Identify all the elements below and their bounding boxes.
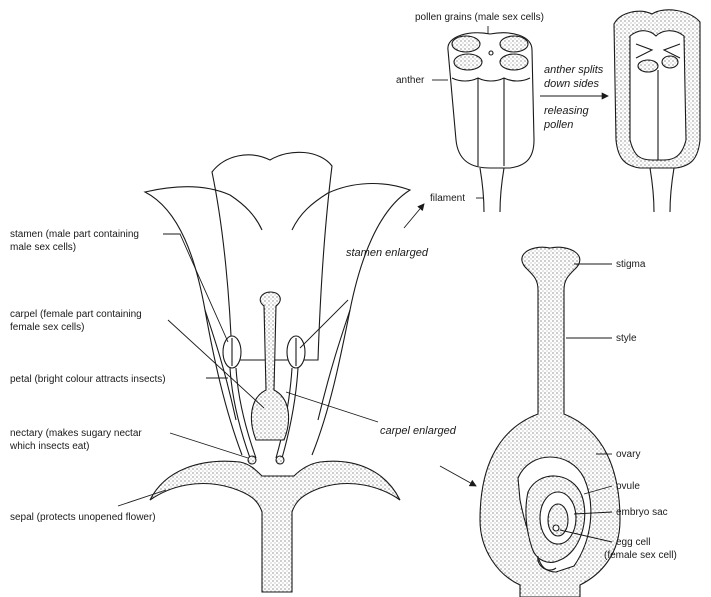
embryo-sac-label: embryo sac <box>616 507 668 518</box>
petal-label: petal (bright colour attracts insects) <box>10 374 166 385</box>
arrow-labels: stamen enlarged carpel enlarged <box>346 247 457 437</box>
carpel-enlarged-label: carpel enlarged <box>380 425 457 437</box>
carpel-label-line2: female sex cells) <box>10 322 84 333</box>
sepal-and-stem-shape <box>150 461 400 592</box>
stamen-label-line2: male sex cells) <box>10 242 76 253</box>
carpel-enlarged-arrow <box>440 466 476 486</box>
pollen-grains-label: pollen grains (male sex cells) <box>415 12 544 23</box>
anther-label: anther <box>396 75 425 86</box>
stigma-label: stigma <box>616 259 646 270</box>
nectary-label-line1: nectary (makes sugary nectar <box>10 428 142 439</box>
anther-split <box>614 10 700 212</box>
nectary-right <box>276 456 284 464</box>
egg-cell-label-line1: egg cell <box>616 537 650 548</box>
egg-cell-label-line2: (female sex cell) <box>604 550 677 561</box>
flower-labels: stamen (male part containing male sex ce… <box>9 229 166 523</box>
nectary-label-line2: which insects eat) <box>9 441 89 452</box>
stamen-enlarged-arrow <box>404 204 424 228</box>
style-label: style <box>616 333 637 344</box>
releasing-pollen-label-line1: releasing <box>544 105 590 117</box>
carpel-enlarged-illustration <box>480 247 620 597</box>
ovule-label: ovule <box>616 481 640 492</box>
stamen-label-line1: stamen (male part containing <box>10 229 139 240</box>
ovary-label: ovary <box>616 449 640 460</box>
releasing-pollen-label-line2: pollen <box>543 119 573 131</box>
anther-splits-label-line2: down sides <box>544 78 600 90</box>
nectary-left <box>248 456 256 464</box>
anther-splits-label-line1: anther splits <box>544 64 604 76</box>
anther-closed <box>448 33 534 212</box>
carpel-label-line1: carpel (female part containing <box>10 309 142 320</box>
filament-label: filament <box>430 193 465 204</box>
flower-illustration <box>145 152 410 592</box>
sepal-label: sepal (protects unopened flower) <box>10 512 156 523</box>
stamen-enlarged-label: stamen enlarged <box>346 247 429 259</box>
